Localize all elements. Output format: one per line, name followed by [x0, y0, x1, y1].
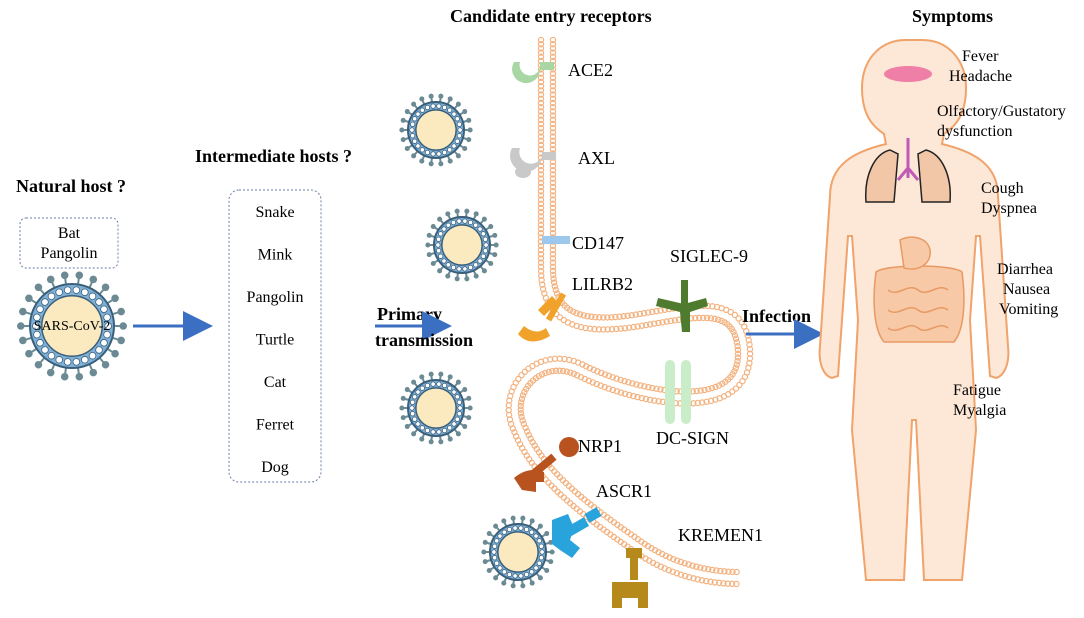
intermediate-hosts-box — [228, 189, 322, 483]
symptom-dysfunction: dysfunction — [937, 123, 1013, 140]
human-body-figure — [818, 39, 1010, 581]
cd147-receptor — [518, 226, 570, 258]
receptors-title: Candidate entry receptors — [450, 6, 652, 26]
ascr1-receptor — [552, 507, 602, 558]
ace2-receptor — [512, 62, 554, 84]
primary-transmission-line2: transmission — [375, 330, 473, 350]
intermediate-host-item: Snake — [255, 204, 294, 221]
symptom-dyspnea: Dyspnea — [981, 200, 1037, 217]
infection-label: Infection — [742, 306, 811, 326]
intermediate-host-item: Dog — [261, 459, 289, 476]
virion — [399, 93, 473, 167]
natural-host-bat: Bat — [58, 225, 81, 242]
nrp1-receptor — [514, 437, 579, 492]
symptom-olfactory: Olfactory/Gustatory — [937, 103, 1066, 120]
lilrb2-label: LILRB2 — [572, 274, 633, 294]
virion — [399, 371, 473, 445]
intermediate-host-item: Ferret — [256, 417, 295, 434]
lungs — [865, 138, 951, 203]
symptom-headache: Headache — [949, 68, 1012, 85]
natural-host-title: Natural host ? — [16, 176, 126, 196]
natural-host-pangolin: Pangolin — [41, 245, 98, 262]
natural-host-box — [19, 217, 119, 269]
nrp1-label: NRP1 — [578, 436, 622, 456]
symptom-cough: Cough — [981, 180, 1024, 197]
virion — [481, 515, 555, 589]
intermediate-host-item: Turtle — [256, 332, 295, 349]
dc-sign-label: DC-SIGN — [656, 428, 729, 448]
symptom-myalgia: Myalgia — [953, 402, 1006, 419]
virion — [425, 208, 499, 282]
virion — [16, 271, 128, 381]
siglec9-label: SIGLEC-9 — [670, 246, 748, 266]
axl-label: AXL — [578, 148, 615, 168]
symptoms-title: Symptoms — [912, 6, 993, 26]
intermediate-hosts-title: Intermediate hosts ? — [195, 146, 352, 166]
ace2-label: ACE2 — [568, 60, 613, 80]
kremen1-label: KREMEN1 — [678, 525, 763, 545]
symptom-fever: Fever — [962, 48, 999, 65]
intestines — [873, 236, 965, 343]
virions-group — [399, 93, 555, 589]
symptom-diarrhea: Diarrhea — [997, 261, 1053, 278]
virus-label: SARS-CoV-2 — [34, 319, 111, 334]
intermediate-host-item: Cat — [264, 374, 287, 391]
intermediate-host-item: Mink — [258, 247, 293, 264]
kremen1-receptor — [612, 548, 648, 608]
siglec9-receptor — [656, 280, 708, 332]
fever-patch — [884, 66, 932, 82]
dc-sign-receptor — [665, 360, 691, 424]
intermediate-host-item: Pangolin — [247, 289, 304, 306]
symptom-fatigue: Fatigue — [953, 382, 1001, 399]
ascr1-label: ASCR1 — [596, 481, 652, 501]
primary-transmission-line1: Primary — [377, 304, 442, 324]
sars-cov-2-virion: SARS-CoV-2 — [16, 271, 128, 381]
lilrb2-receptor — [518, 292, 567, 342]
symptom-nausea: Nausea — [1003, 281, 1050, 298]
cd147-label: CD147 — [572, 233, 624, 253]
symptom-vomiting: Vomiting — [999, 301, 1058, 318]
axl-receptor — [510, 148, 556, 178]
